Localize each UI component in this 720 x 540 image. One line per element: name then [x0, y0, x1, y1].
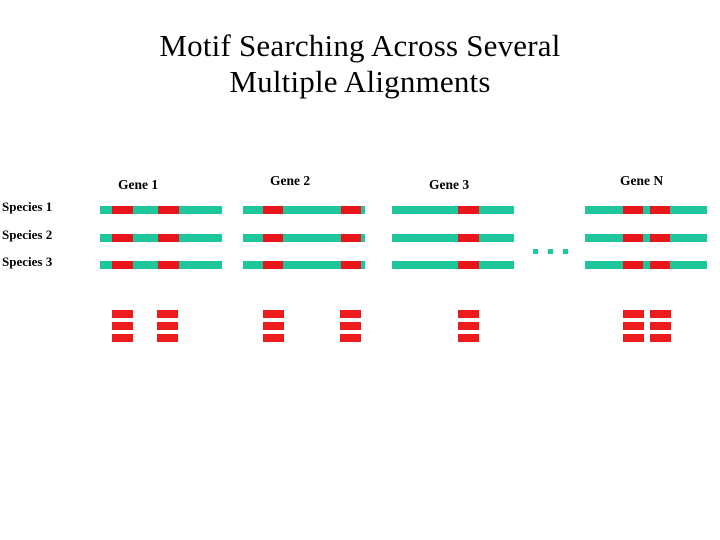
gene-label-1: Gene 1 [118, 177, 159, 192]
motif-block-gene2-species1-1 [263, 206, 283, 214]
sequence-bar-gene3-species3 [392, 261, 514, 269]
species-label-1: Species 1 [2, 199, 53, 214]
sequence-bar-gene2-species3 [243, 261, 365, 269]
ellipsis-dot-1 [533, 249, 538, 254]
extracted-motif-3-row-3 [263, 334, 284, 342]
extracted-motif-4-row-2 [340, 322, 361, 330]
motif-block-gene3-species1-1 [458, 206, 479, 214]
motif-block-gene4-species2-2 [650, 234, 670, 242]
page-title-line-1: Motif Searching Across Several [159, 28, 561, 63]
extracted-motif-2-row-1 [157, 310, 178, 318]
extracted-motif-3-row-1 [263, 310, 284, 318]
motif-block-gene2-species2-1 [263, 234, 283, 242]
sequence-bar-gene3-species2 [392, 234, 514, 242]
extracted-motif-6-row-3 [623, 334, 644, 342]
gene-label-4: Gene N [620, 173, 664, 188]
ellipsis-dot-3 [563, 249, 568, 254]
extracted-motif-6-row-2 [623, 322, 644, 330]
species-label-3: Species 3 [2, 254, 53, 269]
extracted-motif-7-row-3 [650, 334, 671, 342]
motif-block-gene2-species3-1 [263, 261, 283, 269]
extracted-motif-7-row-2 [650, 322, 671, 330]
motif-block-gene4-species3-2 [650, 261, 670, 269]
motif-block-gene3-species2-1 [458, 234, 479, 242]
motif-block-gene2-species1-2 [341, 206, 361, 214]
motif-block-gene2-species2-2 [341, 234, 361, 242]
motif-block-gene1-species2-2 [158, 234, 179, 242]
sequence-bar-gene4-species2 [585, 234, 707, 242]
sequence-bar-gene2-species2 [243, 234, 365, 242]
motif-block-gene1-species1-1 [112, 206, 133, 214]
motif-block-gene2-species3-2 [341, 261, 361, 269]
extracted-motif-1-row-3 [112, 334, 133, 342]
extracted-motif-1-row-2 [112, 322, 133, 330]
ellipsis-dot-2 [548, 249, 553, 254]
species-label-2: Species 2 [2, 227, 53, 242]
motif-block-gene4-species1-2 [650, 206, 670, 214]
motif-block-gene1-species2-1 [112, 234, 133, 242]
extracted-motif-5-row-3 [458, 334, 479, 342]
motif-block-gene4-species1-1 [623, 206, 643, 214]
extracted-motif-1-row-1 [112, 310, 133, 318]
sequence-bar-gene4-species3 [585, 261, 707, 269]
motif-block-gene4-species3-1 [623, 261, 643, 269]
extracted-motif-2-row-2 [157, 322, 178, 330]
extracted-motif-4-row-1 [340, 310, 361, 318]
extracted-motif-7-row-1 [650, 310, 671, 318]
extracted-motif-5-row-1 [458, 310, 479, 318]
page-title-line-2: Multiple Alignments [229, 64, 491, 99]
page-title: Motif Searching Across Several Multiple … [40, 28, 680, 100]
motif-block-gene1-species1-2 [158, 206, 179, 214]
extracted-motif-6-row-1 [623, 310, 644, 318]
gene-label-3: Gene 3 [429, 177, 470, 192]
sequence-bar-gene3-species1 [392, 206, 514, 214]
motif-block-gene1-species3-1 [112, 261, 133, 269]
sequence-bar-gene4-species1 [585, 206, 707, 214]
extracted-motif-2-row-3 [157, 334, 178, 342]
motif-block-gene3-species3-1 [458, 261, 479, 269]
extracted-motif-5-row-2 [458, 322, 479, 330]
extracted-motif-3-row-2 [263, 322, 284, 330]
extracted-motif-4-row-3 [340, 334, 361, 342]
motif-block-gene1-species3-2 [158, 261, 179, 269]
gene-label-2: Gene 2 [270, 173, 311, 188]
sequence-bar-gene2-species1 [243, 206, 365, 214]
motif-block-gene4-species2-1 [623, 234, 643, 242]
